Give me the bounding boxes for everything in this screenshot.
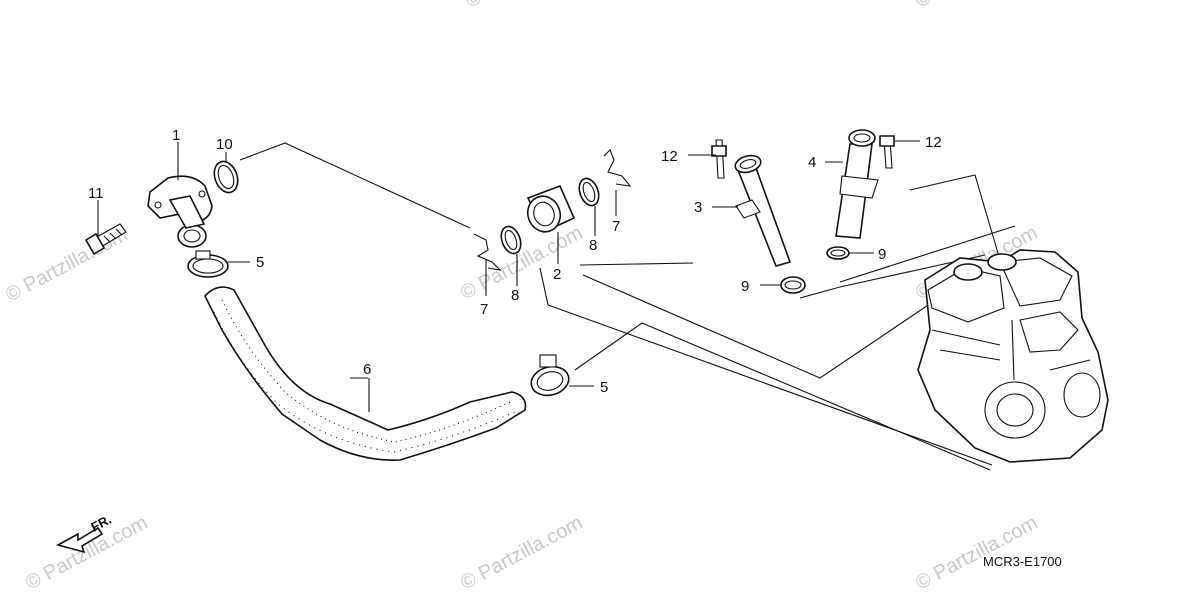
callout-leaders xyxy=(97,140,920,412)
diagram-code: MCR3-E1700 xyxy=(983,554,1062,569)
o-ring-part-9-upper xyxy=(826,246,850,260)
elbow-fitting-part-1 xyxy=(147,175,213,248)
bolt-part-12-right xyxy=(879,135,895,169)
watermark: © Partzilla.com xyxy=(457,222,586,305)
callout-6: 6 xyxy=(363,361,371,378)
bolt-part-11 xyxy=(84,223,127,256)
assembly-lines xyxy=(239,142,1016,471)
hose-clamp-part-5-upper xyxy=(187,250,229,278)
pipe-part-4 xyxy=(835,129,879,239)
callout-7: 7 xyxy=(612,218,620,235)
o-ring-part-8-left xyxy=(500,225,522,255)
watermark: © Partzilla.com xyxy=(912,0,1041,12)
watermark: © Partzilla.com xyxy=(457,512,586,595)
collar-part-2 xyxy=(526,184,576,234)
callout-9: 9 xyxy=(878,246,886,263)
hose-part-6 xyxy=(204,286,527,461)
watermarks: © Partzilla.com © Partzilla.com © Partzi… xyxy=(2,0,1041,594)
callout-8: 8 xyxy=(511,287,519,304)
clip-part-7-left xyxy=(473,233,502,271)
callout-3: 3 xyxy=(694,199,702,216)
o-ring-part-10 xyxy=(213,160,239,194)
callout-10: 10 xyxy=(216,136,233,153)
pipe-part-3 xyxy=(734,154,792,267)
callouts: 1 10 11 5 6 5 7 8 2 8 7 3 4 9 9 12 12 xyxy=(88,127,942,396)
bolt-part-12-left xyxy=(711,139,727,179)
engine-block xyxy=(917,249,1109,463)
o-ring-part-8-right xyxy=(578,177,600,207)
callout-12: 12 xyxy=(925,134,942,151)
callout-7: 7 xyxy=(480,301,488,318)
watermark: © Partzilla.com xyxy=(22,512,151,595)
callout-12: 12 xyxy=(661,148,678,165)
o-ring-part-9-lower xyxy=(780,276,806,294)
hose-clamp-part-5-lower xyxy=(530,354,570,397)
callout-9: 9 xyxy=(741,278,749,295)
callout-11: 11 xyxy=(88,185,104,202)
callout-5: 5 xyxy=(256,254,264,271)
callout-1: 1 xyxy=(172,127,180,144)
clip-part-7-right xyxy=(603,149,632,187)
callout-8: 8 xyxy=(589,237,597,254)
callout-4: 4 xyxy=(808,154,816,171)
watermark: © Partzilla.com xyxy=(462,0,591,12)
callout-2: 2 xyxy=(553,266,561,283)
callout-5: 5 xyxy=(600,379,608,396)
